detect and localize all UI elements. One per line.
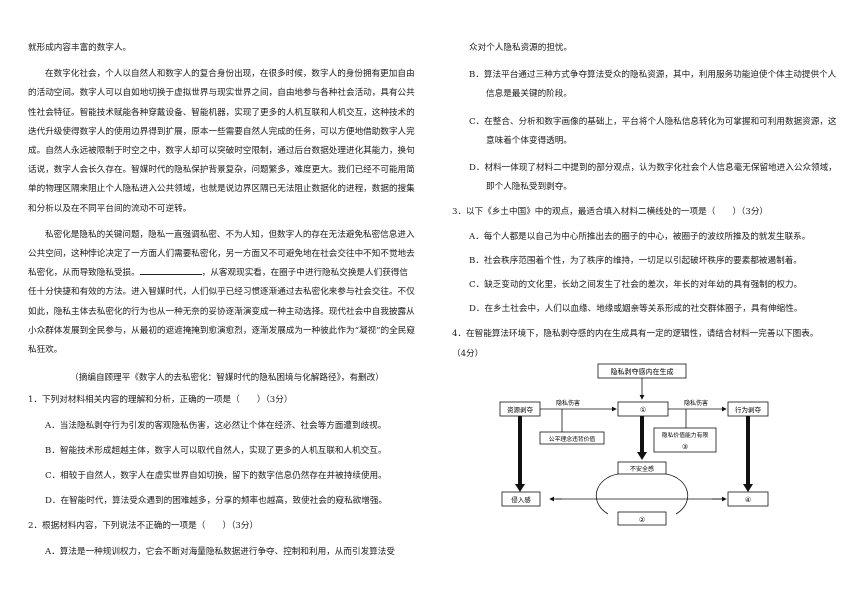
resource-deprivation-label: 资源剥夺	[507, 405, 534, 414]
insecurity-box	[617, 461, 667, 475]
blank-box-3-label[interactable]: ③	[682, 443, 688, 451]
q1-option-b: B．智能技术形成超越主体，数字人可以取代自然人，实现了更多的人机互联和人机交互。	[45, 445, 387, 456]
paragraph-privatization-a: 私密化是隐私的关键问题，隐私一直强调私密、不为人知，但数字人的存在无法避免私密信…	[28, 229, 415, 279]
left-column: 就形成内容丰富的数字人。 在数字化社会，个人以自然人和数字人的复合身份出现，在很…	[28, 0, 416, 562]
q3-option-d: D．在乡土社会中，人们以血缘、地缘或姻亲等关系形成的社交群体圈子，具有伸缩性。	[469, 304, 803, 315]
blank-box-2[interactable]	[617, 511, 667, 526]
invasion-box	[501, 491, 541, 507]
insecurity-label: 不安全感	[630, 465, 654, 473]
question-4: 4．在智能算法环境下，隐私剥夺感的内在生成具有一定的逻辑性，请结合材料一完善以下…	[452, 329, 819, 340]
privacy-harm-label-left: 隐私伤害	[556, 399, 580, 407]
blank-box-1-label: ①	[640, 406, 646, 414]
q3-option-a: A．每个人都是以自己为中心所推出去的圈子的中心，被圈子的波纹所推及的就发生联系。	[469, 231, 811, 242]
blank-box-4[interactable]	[727, 491, 769, 507]
invasion-label: 侵入感	[511, 495, 531, 504]
answer-blank[interactable]	[139, 264, 202, 276]
behavior-deprivation-label: 行为剥夺	[735, 405, 762, 414]
q1-option-c: C．相较于自然人，数字人在虚实世界自如切换，留下的数字信息仍然存在并被持续使用。	[45, 471, 387, 482]
q1-option-d: D．在智能时代，算法受众遇到的困难越多，分享的频率也越高，致使社会的窥私欲增强。	[45, 496, 388, 507]
q2-option-a-continued: 众对个人隐私资源的担忧。	[469, 43, 573, 53]
paragraph-digital-society: 在数字化社会，个人以自然人和数字人的复合身份出现，在很多时候，数字人的身份拥有更…	[28, 69, 415, 214]
paragraph-privatization-b: ，从客观现实看，在圈子中进行隐私交换是人们获得信任十分快捷和有效的方法。进入智媒…	[28, 268, 415, 356]
blank-box-2-label: ②	[639, 516, 645, 524]
blank-box-4-label: ④	[745, 496, 751, 504]
right-column: 众对个人隐私资源的担忧。 B．算法平台通过三种方式争夺算法受众的隐私资源，其中，…	[452, 0, 842, 364]
q2-option-c: C．在整合、分析和数字画像的基础上，平台将个人隐私信息转化为可掌握和可利用数据资…	[469, 116, 837, 146]
fairness-box	[539, 431, 605, 445]
question-2: 2．根据材料内容，下列说法不正确的一项是（ ）（3分）	[28, 521, 259, 532]
question-4-points: （4分）	[452, 348, 484, 359]
value-limited-box	[653, 427, 717, 453]
paragraph-continuation: 就形成内容丰富的数字人。	[28, 43, 132, 53]
q3-option-b: B．社会秩序范围着个性，为了秩序的维持，一切足以引起破坏秩序的要素都被遏制着。	[469, 255, 802, 266]
diagram-title: 隐私剥夺感内在生成	[611, 367, 674, 376]
q2-option-a: A．算法是一种规训权力，它会不断对海量隐私数据进行争夺、控制和利用，从而引发算法…	[45, 546, 395, 557]
question-1: 1．下列对材料相关内容的理解和分析，正确的一项是（ ）（3分）	[28, 395, 293, 406]
q2-option-b: B．算法平台通过三种方式争夺算法受众的隐私资源，其中，利用服务功能迫使个体主动提…	[469, 70, 837, 100]
q3-option-c: C．缺乏变动的文化里，长幼之间发生了社会的差次，年长的对年幼的具有强制的权力。	[469, 280, 803, 291]
value-limited-label: 隐私价值能力有限	[662, 431, 709, 439]
q1-option-a: A．当法隐私剥夺行为引发的客观隐私伤害，这必然让个体在经济、社会等方面遭到歧视。	[45, 420, 387, 431]
paragraph-privatization: 私密化是隐私的关键问题，隐私一直强调私密、不为人知，但数字人的存在无法避免私密信…	[28, 226, 416, 360]
question-3: 3．以下《乡土中国》中的观点，最适合填入材料二横线处的一项是（ ）（3分）	[452, 207, 769, 218]
privacy-harm-label-right: 隐私伤害	[684, 399, 708, 407]
privacy-deprivation-diagram: 隐私剥夺感内在生成 资源剥夺 隐私伤害 ① 隐私伤害 行为剥夺 公平理念违背价值…	[499, 363, 769, 526]
q2-option-d: D．材料一体现了材料二中提到的部分观点，认为数字化社会个人信息毫无保留地进入公众…	[469, 163, 837, 193]
source-citation: （摘编自顾理平《数字人的去私密化：智媒时代的隐私困境与化解路径》，有删改）	[70, 373, 384, 384]
fairness-label: 公平理念违背价值	[549, 435, 596, 443]
